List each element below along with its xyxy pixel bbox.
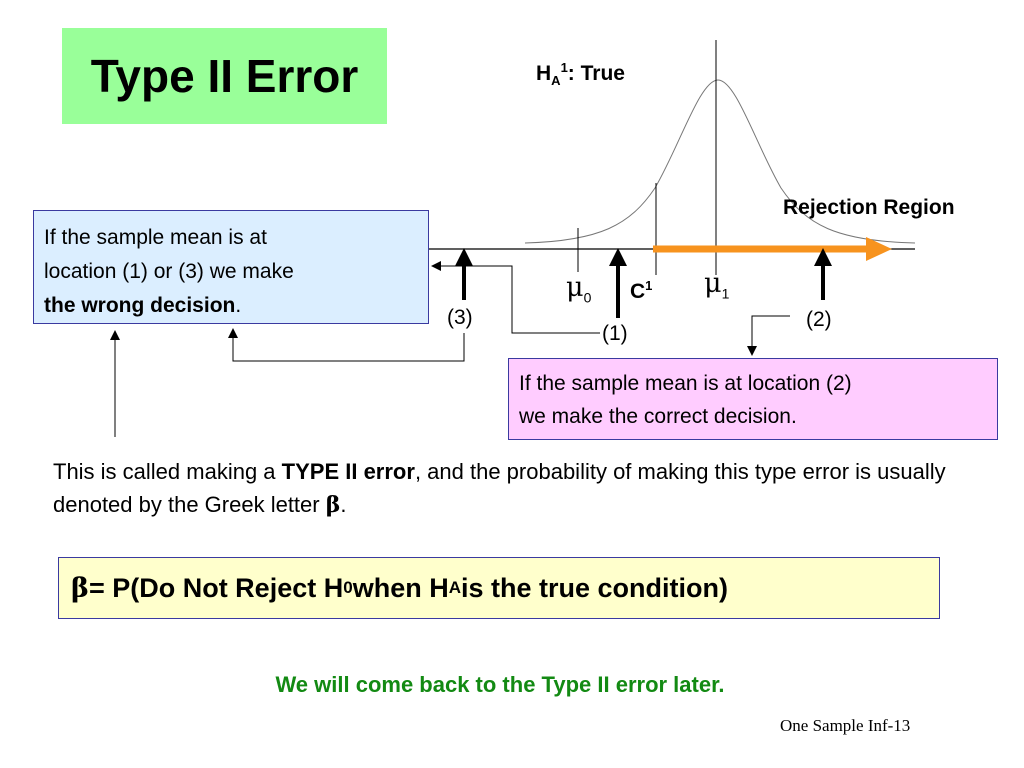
bell-curve [524, 79, 916, 244]
connector-loc1 [431, 261, 600, 334]
up-arrow-2 [814, 248, 832, 300]
mu0-label: μ0 [566, 272, 592, 306]
correct-decision-box: If the sample mean is at location (2) we… [508, 358, 998, 440]
correct-box-line2: we make the correct decision. [519, 405, 797, 428]
connector-loc3 [228, 328, 465, 362]
slide-title: Type II Error [90, 50, 359, 102]
title-box: Type II Error [62, 28, 387, 124]
connector-loc2 [747, 315, 790, 356]
wrong-box-bold: the wrong decision [44, 294, 236, 317]
location-2-label: (2) [806, 308, 832, 331]
rejection-arrowhead [866, 237, 892, 261]
correct-box-line1: If the sample mean is at location (2) [519, 372, 852, 395]
slide-footer: One Sample Inf-13 [780, 716, 911, 735]
location-3-label: (3) [447, 306, 473, 329]
wrong-decision-box: If the sample mean is at location (1) or… [33, 210, 429, 324]
come-back-note: We will come back to the Type II error l… [275, 672, 725, 697]
mu1-label: μ1 [704, 268, 730, 302]
rejection-region-label: Rejection Region [783, 196, 955, 219]
wrong-box-line1: If the sample mean is at [44, 226, 267, 249]
wrong-box-line2: location (1) or (3) we make [44, 260, 294, 283]
location-1-label: (1) [602, 322, 628, 345]
critical-value-label: C1 [630, 278, 653, 303]
up-arrow-1 [609, 248, 627, 318]
up-arrow-3 [455, 248, 473, 300]
ha-true-label: HA1: True [536, 60, 625, 89]
type-ii-description: This is called making a TYPE II error, a… [53, 459, 946, 518]
